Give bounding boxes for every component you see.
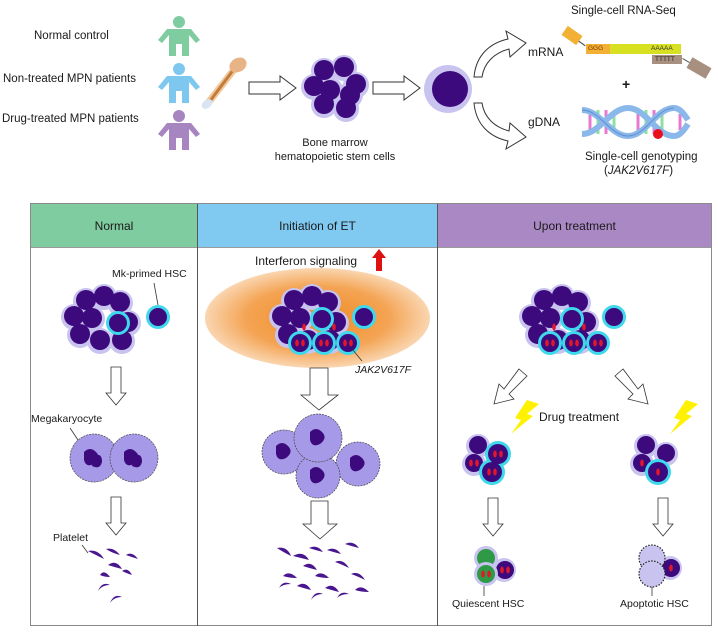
- quiescent-hsc-label: Quiescent HSC: [452, 598, 525, 610]
- megakaryocyte-label: Megakaryocyte: [31, 413, 103, 425]
- person-icon-drug-treated: [158, 110, 200, 150]
- jak2-gene-label: JAK2V617F: [607, 165, 670, 177]
- arrow-down-icon: [301, 500, 339, 540]
- panel-divider: [197, 204, 198, 626]
- arrow-down-icon: [482, 497, 504, 537]
- arrow-down-icon: [105, 496, 127, 536]
- upregulation-arrow-icon: [372, 249, 386, 271]
- header-divider: [31, 247, 711, 248]
- platelets-icon: [81, 544, 138, 603]
- quiescent-hsc-icon: [474, 546, 516, 596]
- polyt-segment: TTTTT: [652, 55, 682, 64]
- arrow-down-icon: [105, 366, 127, 406]
- plus-sign: +: [622, 76, 631, 92]
- bm-caption-line2: hematopoietic stem cells: [274, 151, 396, 163]
- hsc-cluster-icon: [301, 55, 369, 122]
- rnaseq-title: Single-cell RNA-Seq: [571, 5, 676, 17]
- panel-divider: [437, 204, 438, 626]
- platelets-expanded-icon: [277, 542, 369, 600]
- curved-arrow-up-icon: [473, 29, 527, 78]
- hsc-cluster-treatment: [519, 284, 626, 355]
- mrna-strand: [586, 44, 681, 54]
- bm-caption-line1: Bone marrow: [302, 137, 368, 149]
- arrow-down-left-icon: [493, 368, 528, 405]
- hsc-cluster-normal: [61, 282, 170, 354]
- platelet-label: Platelet: [53, 532, 89, 544]
- apoptotic-hsc-label: Apoptotic HSC: [620, 598, 689, 610]
- person-icon-non-treated: [158, 63, 200, 103]
- capture-bead-icon: [686, 57, 712, 79]
- jak2-mutation-label: JAK2V617F: [355, 364, 412, 376]
- arrow-down-right-icon: [614, 368, 649, 405]
- genotyping-line1: Single-cell genotyping: [585, 151, 698, 163]
- group-label-non-treated: Non-treated MPN patients: [3, 73, 136, 85]
- apoptotic-hsc-icon: [638, 544, 682, 596]
- mutation-spot-icon: [653, 129, 663, 139]
- treated-cluster-left: [462, 434, 511, 485]
- arrow-right-icon: [372, 75, 421, 101]
- lightning-bolt-icon: [670, 400, 698, 434]
- group-label-normal: Normal control: [34, 30, 109, 42]
- interferon-signaling-label: Interferon signaling: [255, 254, 358, 268]
- group-label-drug-treated: Drug-treated MPN patients: [2, 113, 139, 125]
- megakaryocytes-expanded-icon: [261, 413, 381, 499]
- panel-header-treatment: Upon treatment: [438, 204, 711, 247]
- arrow-down-icon: [299, 367, 340, 411]
- gdna-label: gDNA: [528, 115, 561, 129]
- arrow-down-icon: [652, 497, 674, 537]
- ggg-segment: GGG: [586, 44, 610, 54]
- polya-segment: AAAAA: [651, 45, 673, 52]
- drug-treatment-label: Drug treatment: [539, 410, 620, 424]
- person-icon-normal: [158, 16, 200, 56]
- genotyping-line2: (JAK2V617F): [604, 165, 674, 177]
- panel-header-initiation: Initiation of ET: [198, 204, 437, 247]
- panels-frame: [30, 203, 712, 626]
- curved-arrow-down-icon: [473, 102, 527, 151]
- dna-helix-icon: [581, 104, 691, 140]
- megakaryocyte-icon: [69, 427, 159, 483]
- hsc-cluster-initiation: [269, 284, 376, 362]
- single-cell-icon: [424, 65, 472, 113]
- arrow-right-icon: [248, 75, 297, 101]
- treated-cluster-right: [630, 434, 678, 485]
- panel-header-normal: Normal: [31, 204, 197, 247]
- mrna-label: mRNA: [528, 45, 564, 59]
- lightning-bolt-icon: [511, 400, 539, 434]
- mk-primed-hsc-label: Mk-primed HSC: [112, 268, 187, 280]
- bone-icon: [201, 57, 247, 109]
